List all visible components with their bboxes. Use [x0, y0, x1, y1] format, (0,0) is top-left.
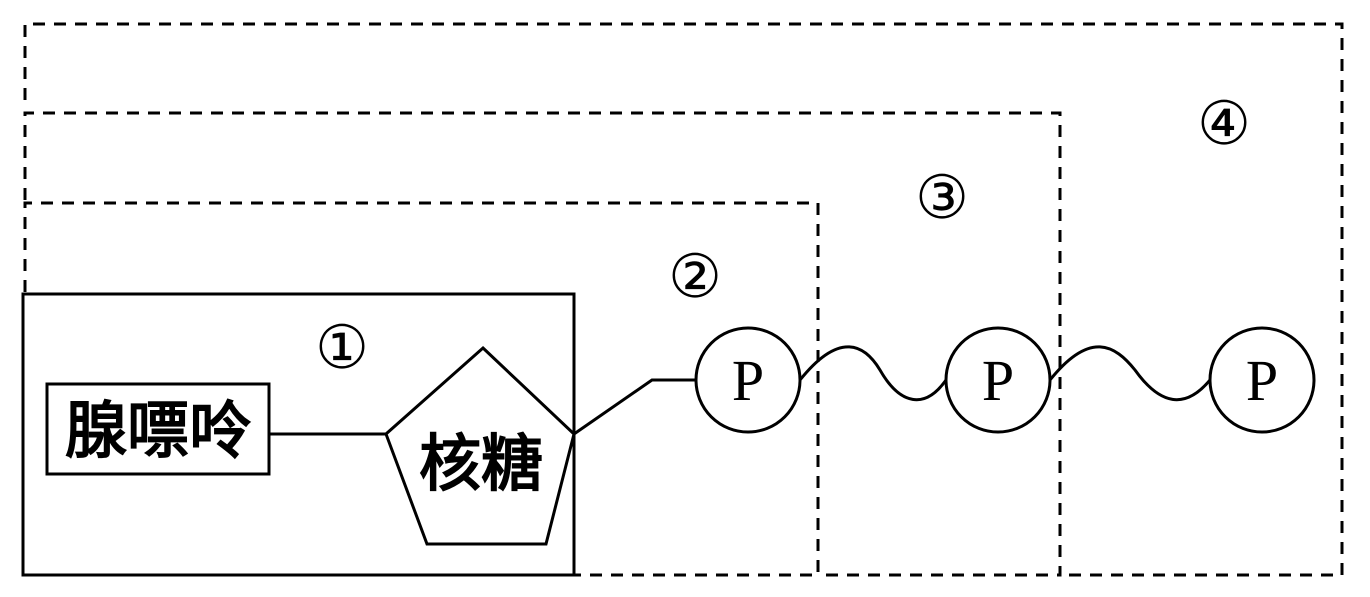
phosphate-3-label: P [1246, 348, 1278, 413]
sugar-phosphate-bond [573, 378, 696, 436]
region-2-marker: ② [668, 242, 722, 312]
adenine-label: 腺嘌呤 [65, 394, 252, 467]
phosphate-2-label: P [982, 348, 1014, 413]
region-1-marker: ① [315, 313, 369, 383]
region-3-marker: ③ [915, 163, 969, 233]
region-4-boundary [23, 22, 1344, 577]
high-energy-bond-2 [1048, 345, 1212, 402]
phosphate-3-circle [1208, 326, 1316, 434]
region-4-marker: ④ [1197, 89, 1251, 159]
phosphate-1-label: P [732, 348, 764, 413]
ribose-label: 核糖 [419, 427, 543, 500]
high-energy-bond-1 [798, 345, 948, 402]
ribose-pentagon [384, 345, 576, 546]
region-2-boundary [23, 201, 820, 577]
adenine-box [45, 382, 271, 476]
region-3-boundary [23, 111, 1062, 577]
